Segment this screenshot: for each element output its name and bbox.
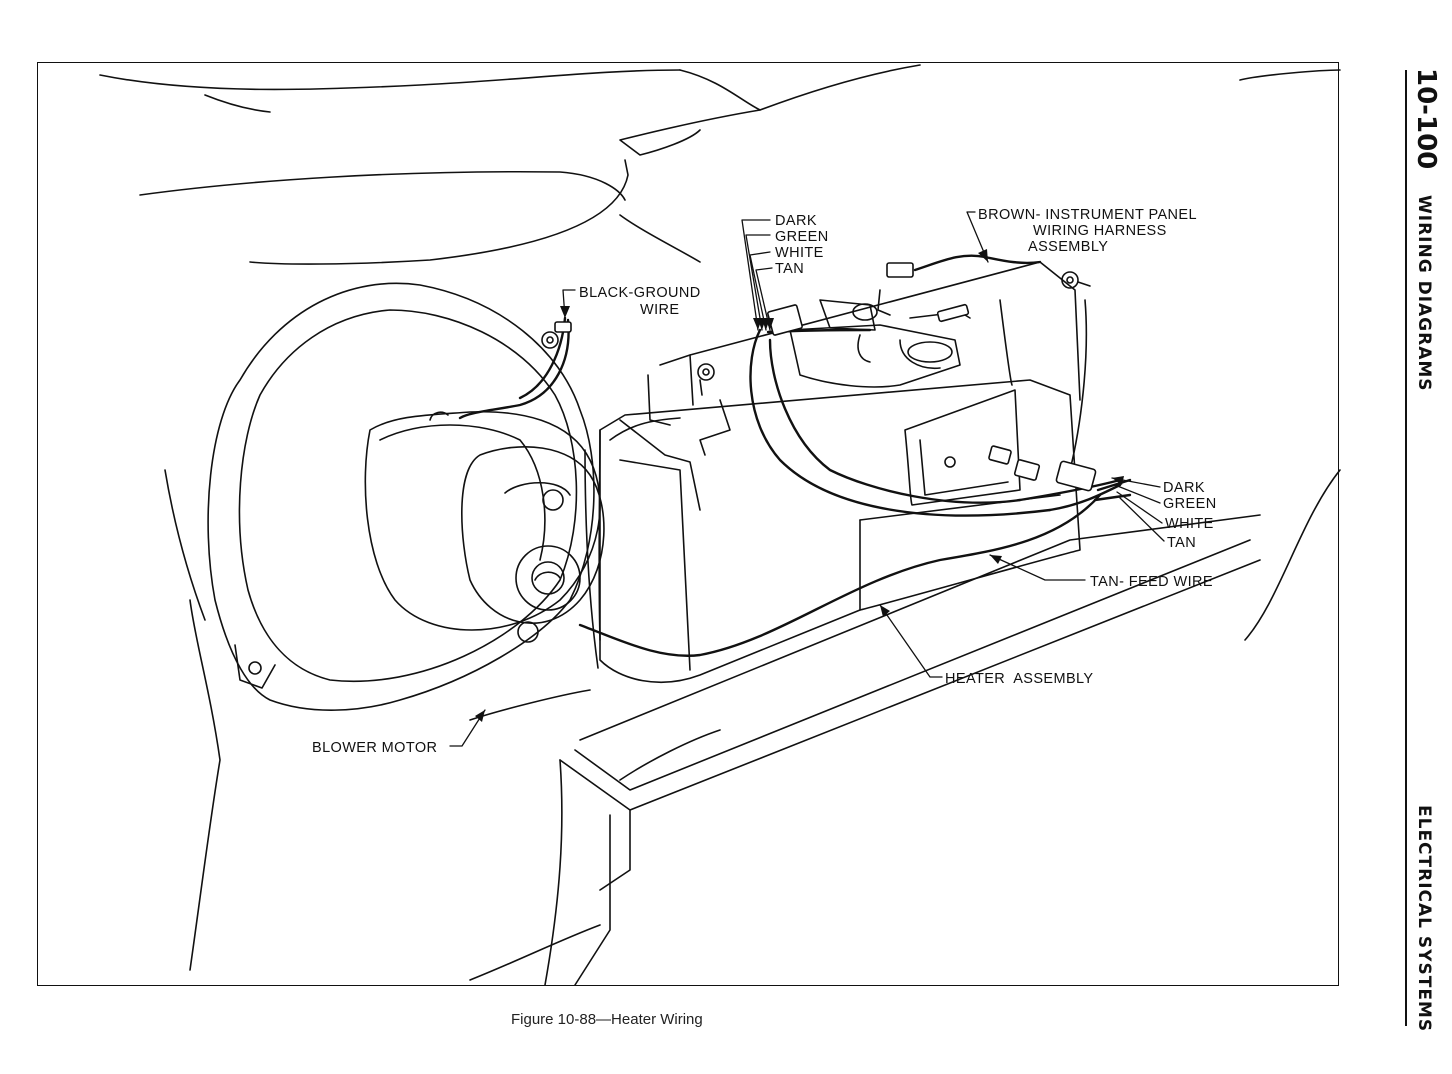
- label-black-ground: BLACK-GROUND: [579, 285, 701, 301]
- label-white-top: WHITE: [775, 245, 824, 261]
- label-white-right: WHITE: [1165, 516, 1214, 532]
- label-dark-green-top-2: GREEN: [775, 229, 829, 245]
- label-black-ground-2: WIRE: [640, 302, 679, 318]
- side-rule: [1405, 70, 1407, 1026]
- label-tan-right: TAN: [1167, 535, 1196, 551]
- blower-motor: [207, 282, 605, 711]
- label-brown-harness-3: ASSEMBLY: [1028, 239, 1108, 255]
- label-brown-harness-2: WIRING HARNESS: [1033, 223, 1167, 239]
- mounting-bolts: [541, 271, 1091, 396]
- label-dark-green-top: DARK: [775, 213, 817, 229]
- lower-cowl-outline: [469, 514, 1261, 986]
- label-tan-top: TAN: [775, 261, 804, 277]
- section-title: WIRING DIAGRAMS: [1414, 195, 1434, 392]
- label-dark-green-right-2: GREEN: [1163, 496, 1217, 512]
- label-tan-feed-wire: TAN- FEED WIRE: [1090, 574, 1213, 590]
- label-brown-harness: BROWN- INSTRUMENT PANEL: [978, 207, 1197, 223]
- figure-caption: Figure 10-88—Heater Wiring: [511, 1011, 703, 1028]
- chapter-title: ELECTRICAL SYSTEMS: [1414, 805, 1434, 1033]
- control-valve-linkage: [699, 289, 971, 456]
- label-heater-assembly: HEATER ASSEMBLY: [945, 671, 1094, 687]
- wiring: [458, 254, 1132, 657]
- figure-frame: [37, 62, 1339, 986]
- label-dark-green-right: DARK: [1163, 480, 1205, 496]
- label-blower-motor: BLOWER MOTOR: [312, 740, 437, 756]
- connectors: [554, 262, 1097, 492]
- page-number: 10-100: [1411, 68, 1441, 170]
- arrowheads: [475, 249, 1124, 722]
- callout-labels: DARK GREEN WHITE TAN BROWN- INSTRUMENT P…: [312, 207, 1217, 756]
